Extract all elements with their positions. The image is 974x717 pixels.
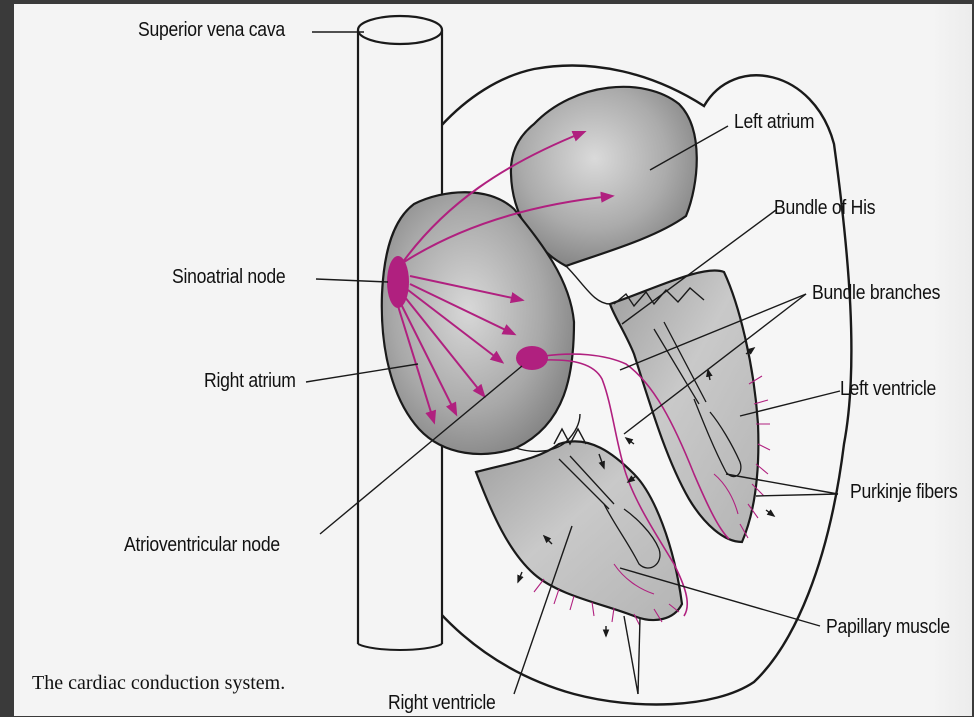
label-left-atrium: Left atrium	[734, 111, 814, 134]
label-bundle-branches: Bundle branches	[812, 282, 940, 305]
figure-caption: The cardiac conduction system.	[32, 672, 285, 695]
label-right-atrium: Right atrium	[204, 370, 296, 393]
label-right-ventricle: Right ventricle	[388, 692, 496, 715]
label-superior-vena-cava: Superior vena cava	[138, 19, 285, 42]
label-left-ventricle: Left ventricle	[840, 378, 936, 401]
label-purkinje-fibers: Purkinje fibers	[850, 481, 958, 504]
sinoatrial-node	[387, 256, 409, 308]
label-atrioventricular-node: Atrioventricular node	[124, 534, 280, 557]
heart-diagram	[14, 4, 972, 716]
label-papillary-muscle: Papillary muscle	[826, 616, 950, 639]
diagram-page: Superior vena cava Left atrium Bundle of…	[14, 4, 972, 716]
label-sinoatrial-node: Sinoatrial node	[172, 266, 285, 289]
label-bundle-of-his: Bundle of His	[774, 197, 875, 220]
